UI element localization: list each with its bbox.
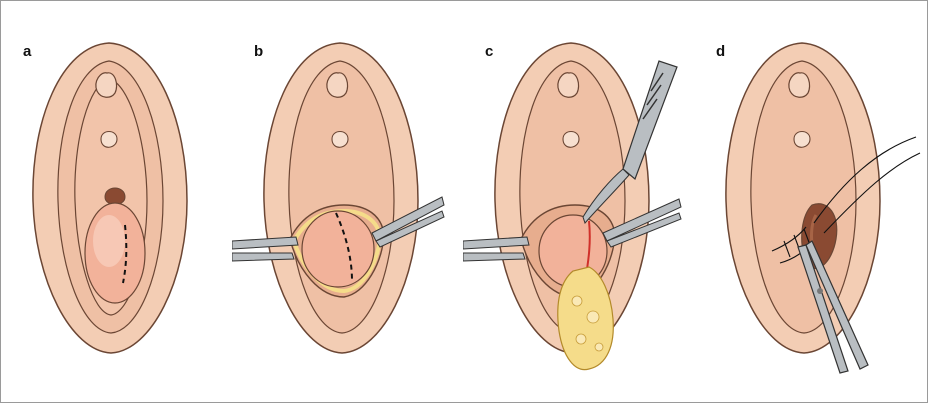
vulva-illustration-c [463,42,682,371]
needle-holder-icon [797,240,869,374]
clitoris-shape [95,72,118,98]
forceps-icon-right-c [602,198,682,248]
panel-d: d [694,1,925,402]
forceps-icon-left-c [463,236,530,262]
panel-label-b: b [254,43,264,60]
incision-line [122,224,128,284]
vulva-illustration-d [725,42,921,374]
scalpel-icon [582,60,678,224]
vulva-illustration-b [232,42,445,354]
forceps-icon-left [232,236,299,262]
panel-label-c: c [485,43,494,60]
forceps-icon-right [371,196,445,248]
vulva-illustration-a [32,42,188,354]
incision-line-b [335,212,353,282]
panel-a: a [1,1,232,402]
panel-b: b [232,1,463,402]
panel-c: c [463,1,694,402]
cyst-shape-b [301,210,375,288]
panel-label-d: d [716,43,726,60]
panel-label-a: a [23,43,32,60]
